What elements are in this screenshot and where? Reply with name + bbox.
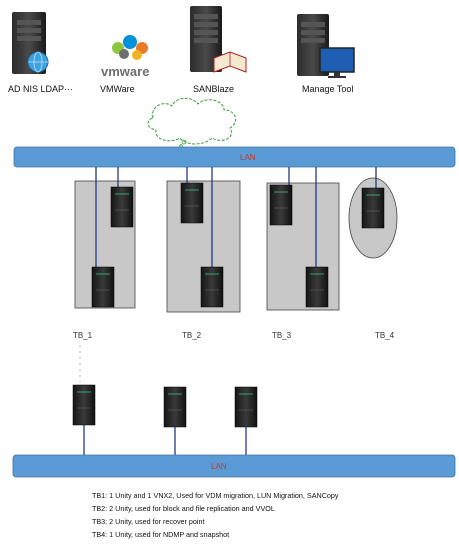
device-label: Manage Tool [302,84,353,94]
server-ad-nis-ldap [12,12,49,74]
storage-unit [234,386,258,428]
testbed-label: TB_1 [73,331,93,340]
cables-bottom [83,425,247,455]
testbed-label: TB_3 [272,331,292,340]
storage-unit [110,186,134,228]
storage-unit [180,182,204,224]
testbed-note: TB2: 2 Unity, used for block and file re… [92,504,275,513]
testbed-label: TB_4 [375,331,395,340]
server-sanblaze [190,6,247,73]
storage-unit [91,266,115,308]
cloud-icon [147,97,237,145]
vmware-logo-text: vmware [101,64,149,79]
lan-label: LAN [211,462,227,471]
device-label: AD NIS LDAP··· [8,84,73,94]
testbed-label: TB_2 [182,331,202,340]
storage-unit [72,384,96,426]
storage-unit [305,266,329,308]
lan-bar-bottom [12,454,456,478]
vmware-logo: vmware [101,35,149,79]
monitor-icon [319,47,355,73]
testbed-note: TB4: 1 Unity, used for NDMP and snapshot [92,530,230,539]
lan-bar-top [13,146,456,168]
storage-unit [269,184,293,226]
storage-unit [361,187,385,229]
testbed-note: TB3: 2 Unity, used for recover point [92,517,205,526]
testbed-note: TB1: 1 Unity and 1 VNX2, Used for VDM mi… [92,491,339,500]
storage-unit [200,266,224,308]
server-manage-tool [297,14,355,78]
storage-unit [163,386,187,428]
device-label: SANBlaze [193,84,234,94]
cables-top [95,167,377,270]
device-label: VMWare [100,84,135,94]
lan-label: LAN [240,153,256,162]
